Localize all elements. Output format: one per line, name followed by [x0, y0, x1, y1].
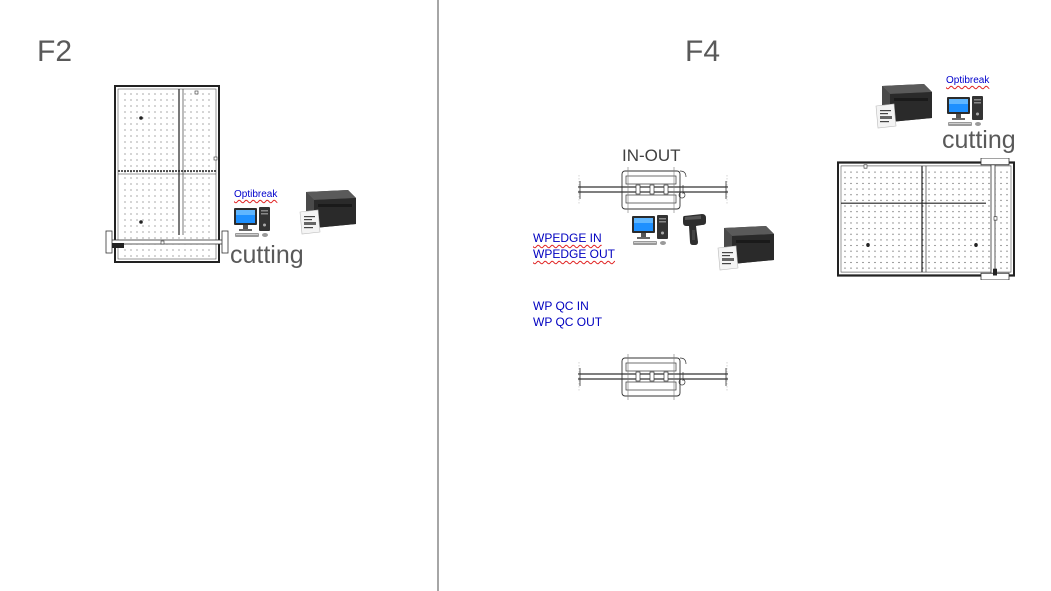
f4-computer-icon	[631, 213, 671, 247]
f4-title: F4	[685, 35, 721, 68]
f4-cutting-label: cutting	[942, 126, 1016, 154]
f2-cutting-table-icon	[105, 85, 229, 263]
f4-inout-conveyor-icon	[578, 165, 728, 215]
f4-wpedge-in-label: WPEDGE IN	[533, 231, 602, 245]
f4-wpedge-labels: WPEDGE IN WPEDGE OUT	[533, 230, 615, 262]
f4-optibreak-label: Optibreak	[946, 75, 990, 86]
f4-wpqc-conveyor-icon	[578, 352, 728, 402]
f4-inout-label: IN-OUT	[622, 146, 681, 165]
f4-printer-icon	[714, 222, 776, 272]
f4-cutting-printer-icon	[872, 80, 934, 130]
f2-computer-icon	[233, 205, 273, 239]
f4-cutting-computer-icon	[946, 94, 986, 128]
f4-wpqc-labels: WP QC IN WP QC OUT	[533, 298, 602, 330]
f4-wpqc-out-label: WP QC OUT	[533, 315, 603, 329]
f2-printer-icon	[296, 186, 358, 236]
f4-barcode-scanner-icon	[682, 212, 708, 246]
f4-cutting-table-icon	[836, 158, 1018, 280]
f4-wpqc-in-label: WP QC IN	[533, 299, 589, 313]
panel-divider	[437, 0, 439, 591]
f2-title: F2	[37, 35, 73, 68]
f4-wpedge-out-label: WPEDGE OUT	[533, 247, 616, 261]
f2-cutting-label: cutting	[230, 241, 304, 269]
f2-optibreak-label: Optibreak	[234, 189, 278, 200]
